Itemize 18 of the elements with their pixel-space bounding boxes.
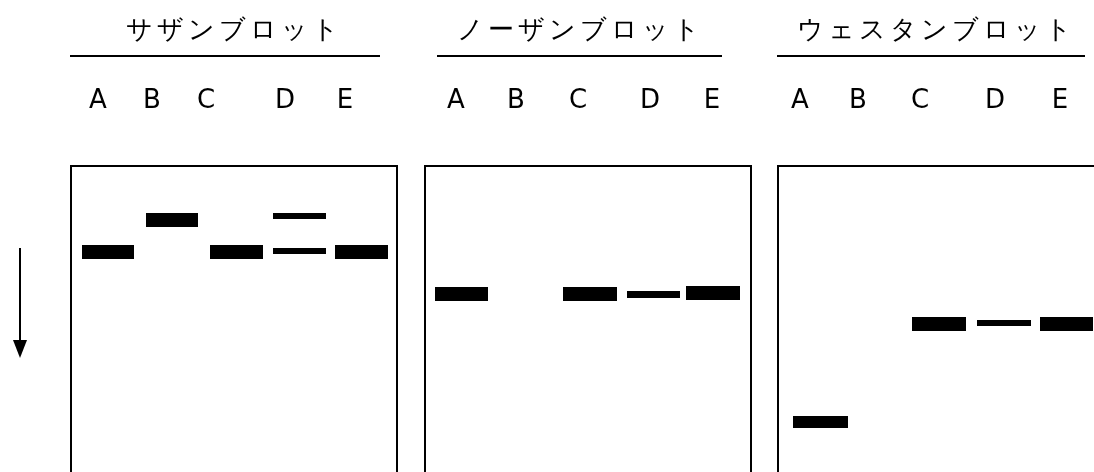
lane-label: D xyxy=(640,84,660,114)
blot-title: サザンブロット xyxy=(125,13,343,46)
lane-label: C xyxy=(910,84,930,114)
lane-label: A xyxy=(791,84,809,114)
lane-label: C xyxy=(196,84,216,114)
lane-label: B xyxy=(507,84,525,114)
lane-label: E xyxy=(336,84,354,114)
lane-label: D xyxy=(275,84,295,114)
lane-label: A xyxy=(89,84,107,114)
lane-label: D xyxy=(985,84,1005,114)
lane-label: B xyxy=(849,84,867,114)
lane-label: C xyxy=(568,84,588,114)
lane-label: E xyxy=(1051,84,1069,114)
lane-label: B xyxy=(143,84,161,114)
lane-label: A xyxy=(447,84,465,114)
lane-label: E xyxy=(703,84,721,114)
blot-title: ノーザンブロット xyxy=(456,13,704,46)
blot-title: ウェスタンブロット xyxy=(796,13,1076,46)
